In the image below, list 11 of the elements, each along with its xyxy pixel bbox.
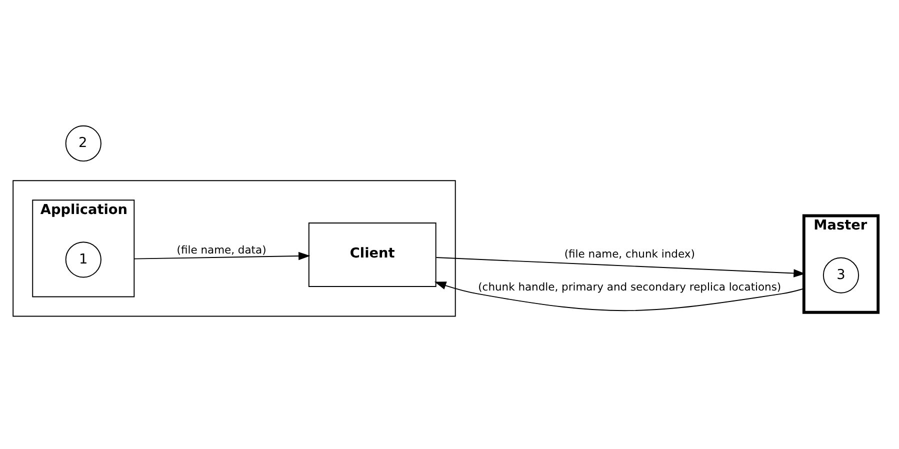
cluster [12, 180, 456, 316]
node-circle: 1 [65, 241, 102, 278]
arrow [134, 251, 310, 260]
node-circle: 3 [822, 256, 860, 293]
arrow [436, 256, 806, 277]
edge-label: (chunk handle, primary and secondary replica locations) [478, 280, 782, 294]
edge-label: (file name, data) [176, 243, 266, 256]
arrow [434, 281, 804, 311]
node-circle: 2 [65, 124, 102, 162]
edge-label: (file name, chunk index) [564, 247, 695, 260]
node-box: Client [308, 222, 436, 286]
